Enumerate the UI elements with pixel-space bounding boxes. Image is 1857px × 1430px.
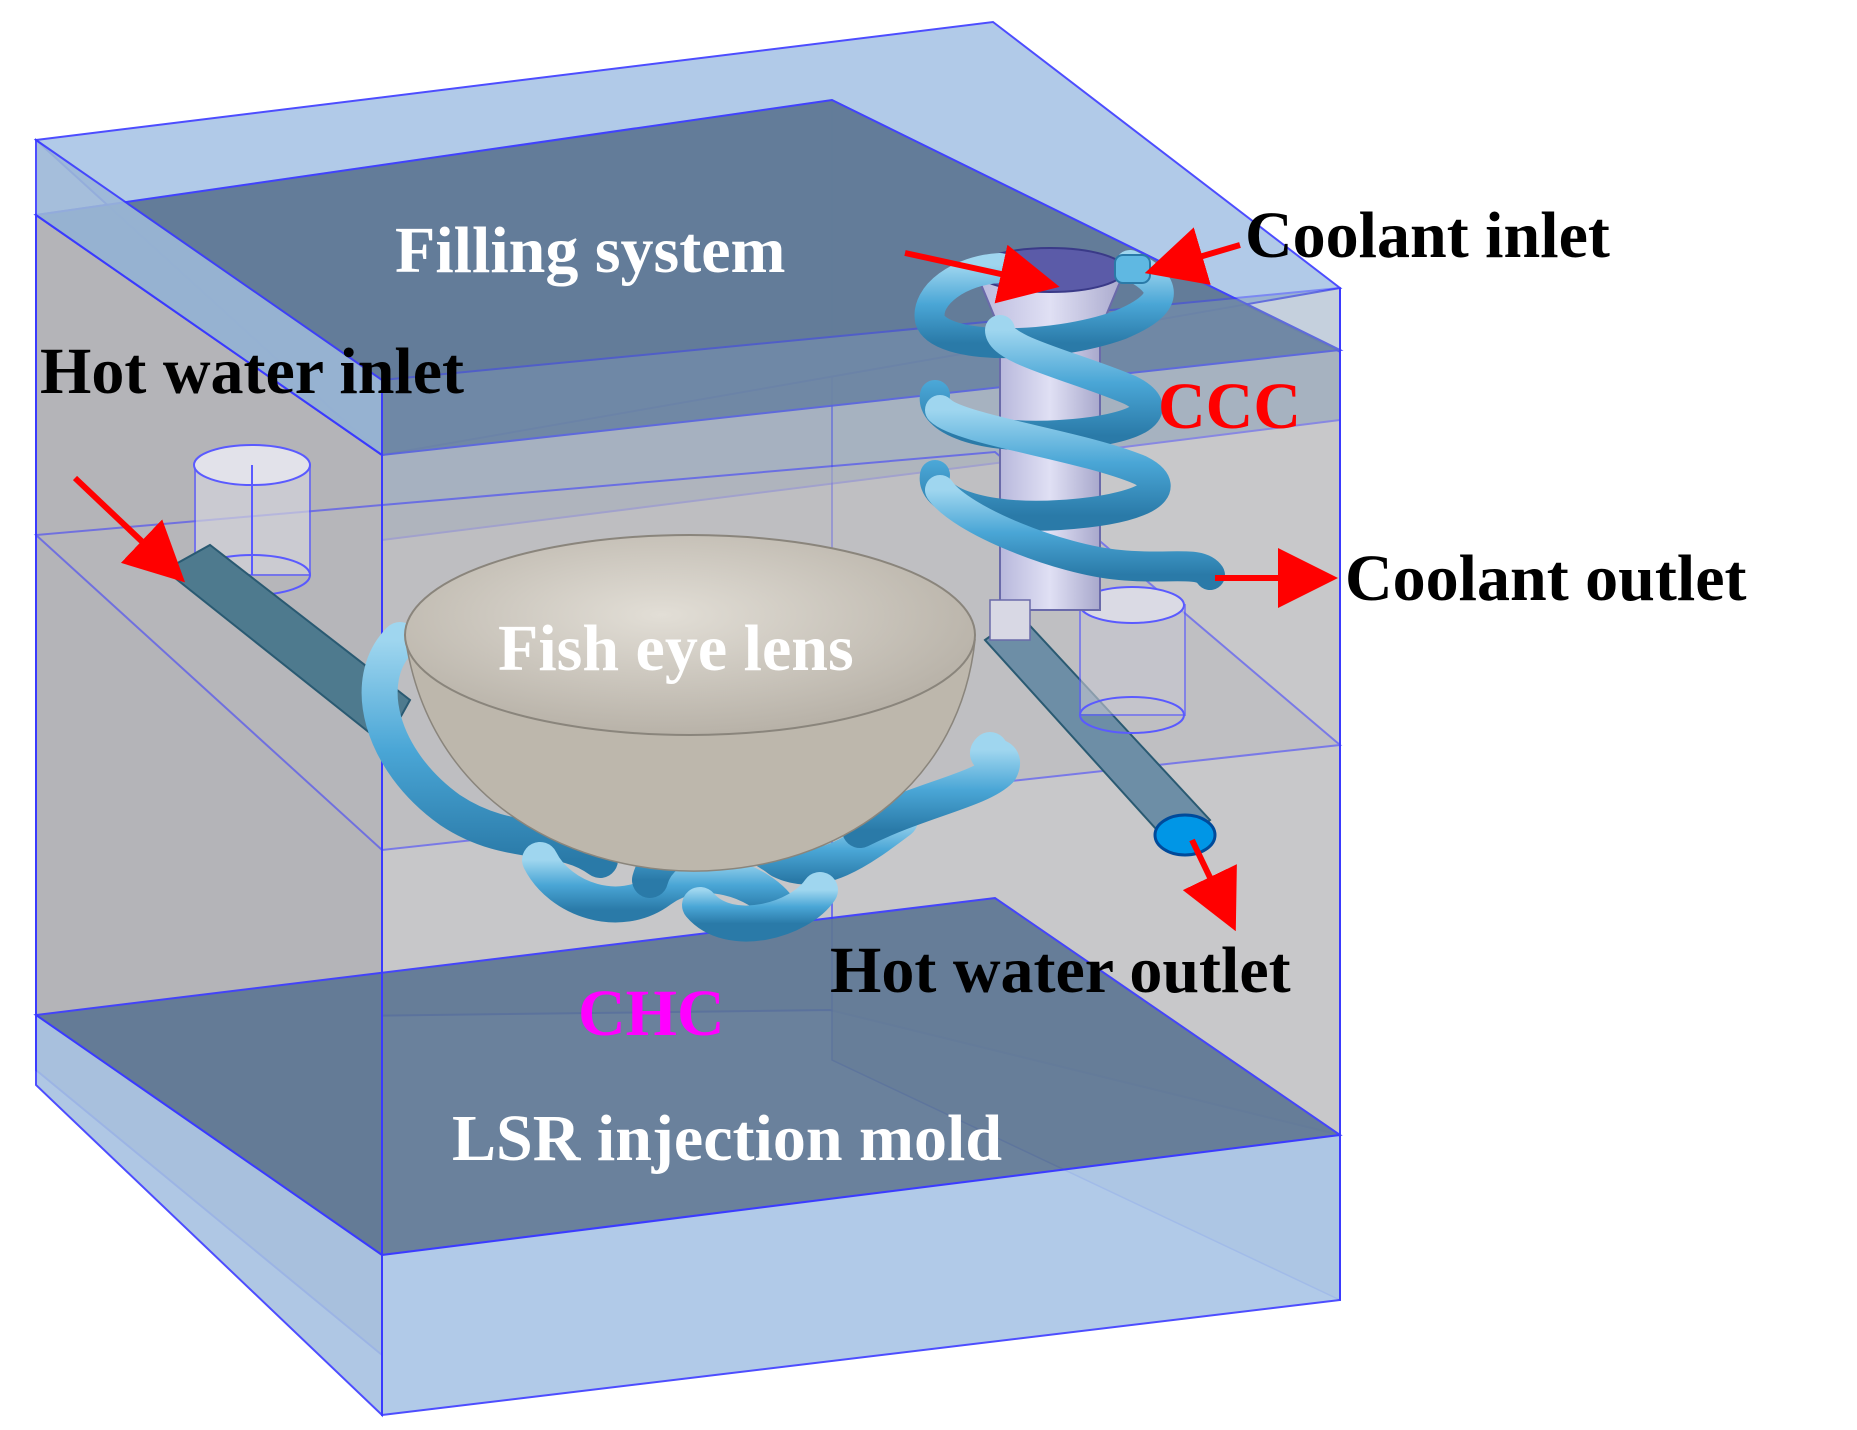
coolant-outlet-port — [1079, 586, 1186, 734]
label-filling-system: Filling system — [395, 214, 786, 287]
hot-water-outlet-opening — [1153, 813, 1217, 857]
label-hot-water-outlet: Hot water outlet — [830, 934, 1291, 1007]
label-ccc: CCC — [1158, 370, 1301, 443]
hot-water-outlet-arrow — [1182, 838, 1237, 932]
annotation-arrows — [72, 227, 1338, 932]
label-lsr-injection-mold: LSR injection mold — [452, 1102, 1002, 1175]
filling-system-arrow — [904, 244, 1060, 304]
label-coolant-inlet: Coolant inlet — [1245, 199, 1610, 272]
fish-eye-lens — [404, 534, 976, 872]
label-coolant-outlet: Coolant outlet — [1345, 542, 1747, 615]
coolant-inlet-arrow — [1144, 227, 1241, 285]
coolant-inlet-stub — [1114, 254, 1151, 284]
hot-water-inlet-arrow — [72, 475, 186, 583]
hot-water-inlet-channel — [163, 543, 412, 747]
label-chc: CHC — [578, 977, 725, 1050]
ccc-coil — [914, 250, 1225, 590]
label-hot-water-inlet: Hot water inlet — [40, 335, 464, 408]
label-fish-eye-lens: Fish eye lens — [498, 612, 854, 685]
labels: Filling system Coolant inlet Hot water i… — [40, 199, 1747, 1175]
